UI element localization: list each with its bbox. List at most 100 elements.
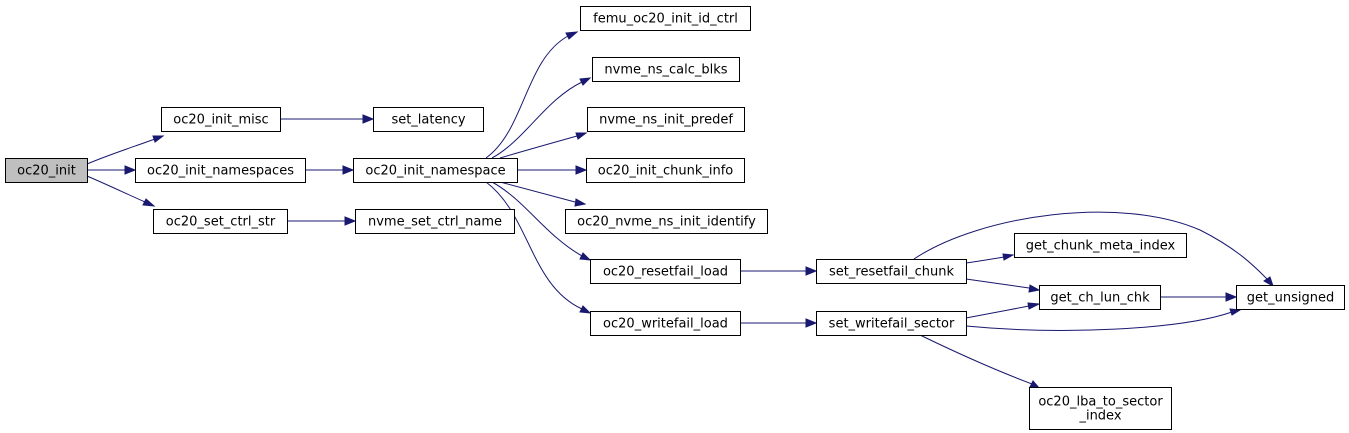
node-label: nvme_set_ctrl_name (368, 215, 502, 230)
node-box (816, 311, 967, 336)
node-nvme-set-ctrl-name[interactable]: nvme_set_ctrl_name (355, 209, 515, 234)
node-label: get_ch_lun_chk (1050, 291, 1150, 306)
edge-line (485, 181, 583, 310)
arrowhead-icon (1263, 276, 1274, 288)
arrowhead-icon (579, 305, 592, 314)
node-box (355, 209, 515, 234)
node-get-chunk-meta-index[interactable]: get_chunk_meta_index (1014, 233, 1187, 258)
node-label: oc20_init_misc (173, 113, 268, 128)
edge-set_resetfail_chunk-to-get_unsigned (913, 211, 1274, 288)
arrowhead-icon (124, 165, 137, 175)
node-label: oc20_nvme_ns_init_identify (577, 215, 756, 230)
edge-set_resetfail_chunk-to-get_chunk_meta_index (965, 253, 1015, 264)
node-set-latency[interactable]: set_latency (373, 107, 484, 132)
edge-oc20_init_namespace-to-nvme_ns_calc_blks (491, 77, 592, 159)
node-label: oc20_init_chunk_info (598, 164, 734, 179)
node-oc20-writefail-load[interactable]: oc20_writefail_load (590, 311, 741, 336)
edge-line (913, 211, 1269, 281)
node-label: oc20_resetfail_load (603, 265, 728, 280)
edge-oc20_init_namespaces-to-oc20_init_namespace (305, 165, 355, 175)
node-oc20-init-namespace[interactable]: oc20_init_namespace (353, 158, 518, 183)
node-box (592, 57, 740, 82)
node-oc20-init-namespaces[interactable]: oc20_init_namespaces (135, 158, 306, 183)
edge-line (491, 181, 583, 257)
edge-line (485, 35, 569, 159)
node-label: nvme_ns_init_predef (599, 113, 733, 128)
arrowhead-icon (152, 135, 165, 143)
call-graph-nodes: oc20_init oc20_init_misc oc20_init_namespa… (5, 6, 1345, 430)
node-set-writefail-sector[interactable]: set_writefail_sector (816, 311, 967, 336)
node-label: femu_oc20_init_id_ctrl (593, 12, 738, 27)
edge-oc20_set_ctrl_str-to-nvme_set_ctrl_name (287, 216, 357, 226)
node-label: get_chunk_meta_index (1026, 239, 1176, 254)
edge-line (499, 135, 578, 159)
node-label: set_resetfail_chunk (829, 265, 954, 280)
node-box (565, 209, 768, 234)
edge-line (86, 175, 146, 203)
arrowhead-icon (1027, 302, 1041, 310)
arrowhead-icon (142, 198, 156, 207)
node-box (590, 259, 741, 284)
arrowhead-icon (1225, 292, 1238, 302)
edge-oc20_init_namespace-to-femu_oc20_init_id_ctrl (485, 31, 579, 159)
node-box (816, 259, 967, 284)
edge-oc20_init-to-oc20_init_misc (86, 135, 165, 165)
node-label: oc20_init (17, 164, 76, 179)
edge-oc20_init-to-oc20_set_ctrl_str (86, 175, 156, 207)
edge-set_writefail_sector-to-get_ch_lun_chk (965, 302, 1041, 319)
arrowhead-icon (1002, 253, 1015, 261)
edge-set_resetfail_chunk-to-get_ch_lun_chk (965, 278, 1041, 293)
call-graph-edges (86, 31, 1274, 390)
node-label: oc20_set_ctrl_str (166, 215, 276, 230)
node-box (1014, 233, 1187, 258)
arrowhead-icon (362, 114, 375, 124)
node-oc20-resetfail-load[interactable]: oc20_resetfail_load (590, 259, 741, 284)
node-box (590, 311, 741, 336)
arrowhead-icon (1229, 308, 1242, 316)
node-oc20-init-misc[interactable]: oc20_init_misc (161, 107, 281, 132)
edge-line (965, 278, 1030, 289)
edge-oc20_init_namespace-to-nvme_ns_init_predef (499, 132, 588, 159)
node-oc20-lba-to-sector-index[interactable]: oc20_lba_to_sector_index (1029, 387, 1172, 430)
node-get-unsigned[interactable]: get_unsigned (1236, 285, 1345, 310)
arrowhead-icon (805, 318, 818, 328)
node-set-resetfail-chunk[interactable]: set_resetfail_chunk (816, 259, 967, 284)
node-box (1029, 387, 1172, 430)
node-label: nvme_ns_calc_blks (604, 63, 727, 78)
node-oc20-nvme-ns-init-identify[interactable]: oc20_nvme_ns_init_identify (565, 209, 768, 234)
node-label: oc20_lba_to_sector (1038, 395, 1163, 410)
edge-oc20_resetfail_load-to-set_resetfail_chunk (740, 266, 818, 276)
node-box (587, 107, 745, 132)
edge-line (919, 334, 1033, 385)
node-label: set_latency (391, 113, 465, 128)
node-box (161, 107, 281, 132)
node-oc20-init[interactable]: oc20_init (5, 158, 88, 183)
edge-oc20_init_namespace-to-oc20_resetfail_load (491, 181, 592, 261)
edge-oc20_init_namespace-to-oc20_init_chunk_info (517, 165, 588, 175)
node-oc20-set-ctrl-str[interactable]: oc20_set_ctrl_str (153, 209, 288, 234)
arrowhead-icon (575, 165, 588, 175)
node-box (586, 158, 745, 183)
node-label: get_unsigned (1247, 291, 1334, 306)
edge-set_writefail_sector-to-get_unsigned (965, 308, 1242, 331)
node-oc20-init-chunk-info[interactable]: oc20_init_chunk_info (586, 158, 745, 183)
arrowhead-icon (805, 266, 818, 276)
edge-line (86, 138, 156, 165)
node-label: _index (1078, 409, 1121, 424)
edge-set_writefail_sector-to-oc20_lba_to_sector_index (919, 334, 1042, 390)
arrowhead-icon (342, 165, 355, 175)
node-femu-oc20-init-id-ctrl[interactable]: femu_oc20_init_id_ctrl (580, 6, 751, 31)
arrowhead-icon (1028, 284, 1041, 293)
node-label: oc20_writefail_load (603, 317, 728, 332)
arrowhead-icon (579, 252, 592, 261)
edge-oc20_init_namespace-to-oc20_nvme_ns_init_identify (499, 181, 587, 207)
arrowhead-icon (344, 216, 357, 226)
node-nvme-ns-init-predef[interactable]: nvme_ns_init_predef (587, 107, 745, 132)
edge-oc20_init-to-oc20_init_namespaces (87, 165, 137, 175)
node-nvme-ns-calc-blks[interactable]: nvme_ns_calc_blks (592, 57, 740, 82)
node-get-ch-lun-chk[interactable]: get_ch_lun_chk (1039, 285, 1161, 310)
node-box (135, 158, 306, 183)
arrowhead-icon (575, 132, 588, 140)
node-box (580, 6, 751, 31)
